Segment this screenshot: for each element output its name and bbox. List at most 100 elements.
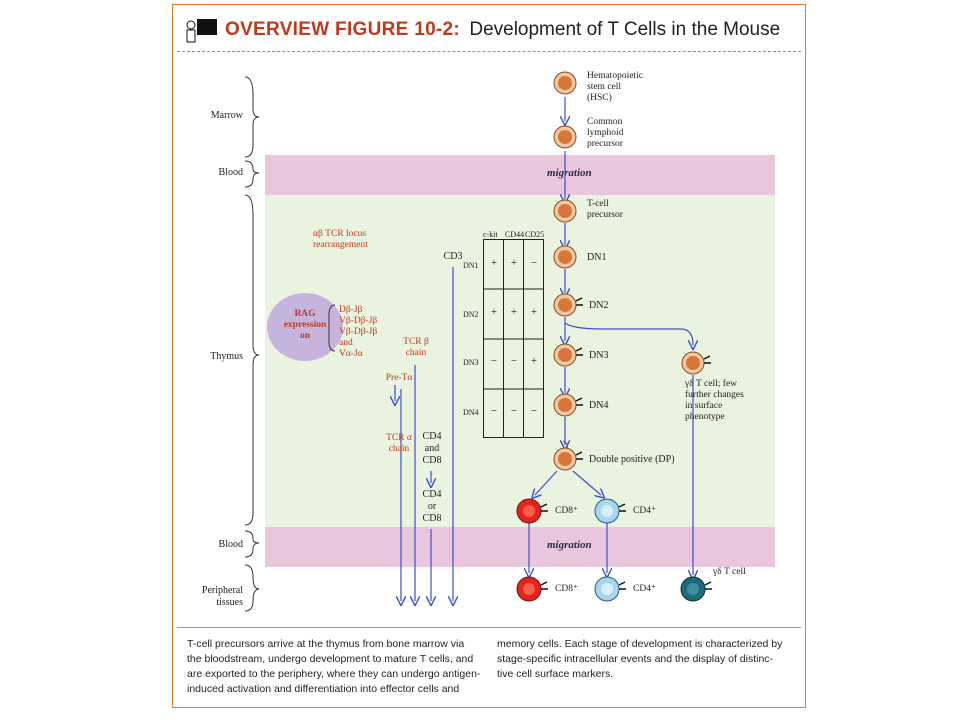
rearrangement-2: Vβ-Dβ-Jβ — [339, 316, 378, 326]
dn1-label: DN1 — [587, 252, 607, 263]
rearrangement-list: Dβ-Jβ Vβ-Dβ-Jβ Vβ-Dβ-Jβ and Vα-Jα — [339, 305, 377, 360]
marker-cell: + — [530, 355, 538, 367]
clp-label-l3: precursor — [587, 139, 623, 149]
cd4-and-cd8-l3: CD8 — [422, 455, 442, 466]
diagram-arrows — [173, 97, 807, 625]
marker-cell: + — [510, 257, 518, 269]
cd4-periph-cell — [594, 576, 626, 602]
rearrangement-4: and — [339, 338, 353, 348]
tcr-beta-l2: chain — [405, 348, 427, 358]
figure-title-main: Development of T Cells in the Mouse — [469, 19, 781, 40]
tcr-alpha-l1: TCR α — [386, 433, 412, 443]
marker-cell: + — [490, 306, 498, 318]
figure-title: OVERVIEW FIGURE 10-2: Development of T C… — [225, 19, 780, 41]
cd4-or-cd8-label: CD4 or CD8 — [417, 489, 447, 525]
region-peripheral: Peripheral tissues — [181, 585, 243, 609]
caption-right-line: memory cells. Each stage of development … — [497, 638, 783, 650]
migration-label-2: migration — [547, 539, 592, 551]
rearrangement-3: Vβ-Dβ-Jβ — [339, 327, 378, 337]
rag-l1: RAG — [294, 309, 316, 319]
ab-rearrangement-l2: rearrangement — [313, 240, 368, 250]
hsc-label-l2: stem cell — [587, 82, 622, 92]
caption-right-line: stage-specific intracellular events and … — [497, 653, 774, 665]
tcr-alpha-l2: chain — [388, 444, 410, 454]
gd-periph-cell — [680, 576, 712, 602]
rearrangement-bracket — [328, 304, 336, 352]
caption-left: T-cell precursors arrive at the thymus f… — [187, 637, 487, 697]
caption-left-line: the bloodstream, undergo development to … — [187, 653, 474, 665]
cd8-thymus-cell — [516, 498, 548, 524]
region-blood-bottom: Blood — [218, 539, 243, 550]
gd-label-l1: γδ T cell; few — [685, 379, 738, 389]
cd8-periph-label: CD8⁺ — [555, 584, 578, 594]
cd4-and-cd8-l1: CD4 — [422, 431, 442, 442]
rag-bubble — [267, 293, 343, 361]
rag-expression-label: RAG expression on — [277, 309, 333, 342]
cd4-or-cd8-l3: CD8 — [422, 513, 442, 524]
gd-label-l2: further changes — [685, 390, 744, 400]
blood-band-bottom — [265, 527, 775, 567]
gd-cell — [681, 351, 711, 375]
ab-rearrangement-label: αβ TCR locus rearrangement — [313, 229, 368, 251]
tcp-label-l1: T-cell — [587, 199, 609, 209]
marker-cell: − — [510, 355, 518, 367]
cd8-thymus-label: CD8⁺ — [555, 506, 578, 516]
marker-cell: − — [510, 405, 518, 417]
cd4-periph-label: CD4⁺ — [633, 584, 656, 594]
tcr-beta-l1: TCR β — [403, 337, 429, 347]
region-peripheral-line1: Peripheral — [201, 585, 243, 596]
dn3-label: DN3 — [589, 350, 609, 361]
marker-cell: + — [530, 306, 538, 318]
title-divider — [177, 51, 801, 52]
marker-header-ckit: c-kit — [483, 230, 498, 239]
marker-grid — [483, 239, 544, 438]
cd4-and-cd8-label: CD4 and CD8 — [417, 431, 447, 467]
hsc-label-l3: (HSC) — [587, 93, 612, 103]
pre-t-alpha-label: Pre-Tα — [385, 373, 413, 383]
rearrangement-1: Dβ-Jβ — [339, 305, 363, 315]
migration-label-1: migration — [547, 167, 592, 179]
gd-label: γδ T cell; few further changes in surfac… — [685, 379, 744, 423]
marker-cell: − — [490, 355, 498, 367]
dn4-label: DN4 — [589, 400, 609, 411]
dp-cell — [553, 447, 583, 471]
gd-label-l3: in surface — [685, 401, 723, 411]
ab-rearrangement-l1: αβ TCR locus — [313, 229, 367, 239]
caption-right-line: tive cell surface markers. — [497, 668, 614, 680]
caption-left-line: are exported to the periphery, where the… — [187, 668, 481, 680]
cd4-thymus-label: CD4⁺ — [633, 506, 656, 516]
cd4-thymus-cell — [594, 498, 626, 524]
dn1-cell — [553, 245, 577, 269]
region-thymus: Thymus — [210, 351, 243, 362]
clp-label: Common lymphoid precursor — [587, 117, 623, 150]
caption-left-line: induced activation and differentiation i… — [187, 683, 460, 695]
cd4-or-cd8-l1: CD4 — [422, 489, 442, 500]
dn4-cell — [553, 393, 583, 417]
marker-row-dn1: DN1 — [463, 261, 479, 270]
region-marrow: Marrow — [210, 110, 243, 121]
cell-graphics — [267, 71, 712, 602]
marker-cell: − — [490, 405, 498, 417]
gd-label-l4: phenotype — [685, 412, 725, 422]
marker-cell: + — [510, 306, 518, 318]
marker-cell: − — [530, 405, 538, 417]
marker-cell: + — [490, 257, 498, 269]
tcp-label: T-cell precursor — [587, 199, 623, 221]
dn2-label: DN2 — [589, 300, 609, 311]
caption-right: memory cells. Each stage of development … — [497, 637, 797, 682]
blood-band-top — [265, 155, 775, 195]
tcp-label-l2: precursor — [587, 210, 623, 220]
region-peripheral-line2: tissues — [216, 597, 243, 608]
figure-title-prefix: OVERVIEW FIGURE 10-2: — [225, 19, 461, 40]
rag-l2: expression — [283, 320, 327, 330]
clp-label-l1: Common — [587, 117, 623, 127]
hsc-cell — [553, 71, 577, 95]
tcr-beta-label: TCR β chain — [399, 337, 433, 359]
marker-row-dn2: DN2 — [463, 310, 479, 319]
gd-periph-label: γδ T cell — [713, 567, 746, 577]
caption-left-line: T-cell precursors arrive at the thymus f… — [187, 638, 465, 650]
cd4-or-cd8-l2: or — [427, 501, 437, 512]
tcr-alpha-label: TCR α chain — [379, 433, 419, 455]
marker-row-dn4: DN4 — [463, 408, 479, 417]
dn3-cell — [553, 343, 583, 367]
